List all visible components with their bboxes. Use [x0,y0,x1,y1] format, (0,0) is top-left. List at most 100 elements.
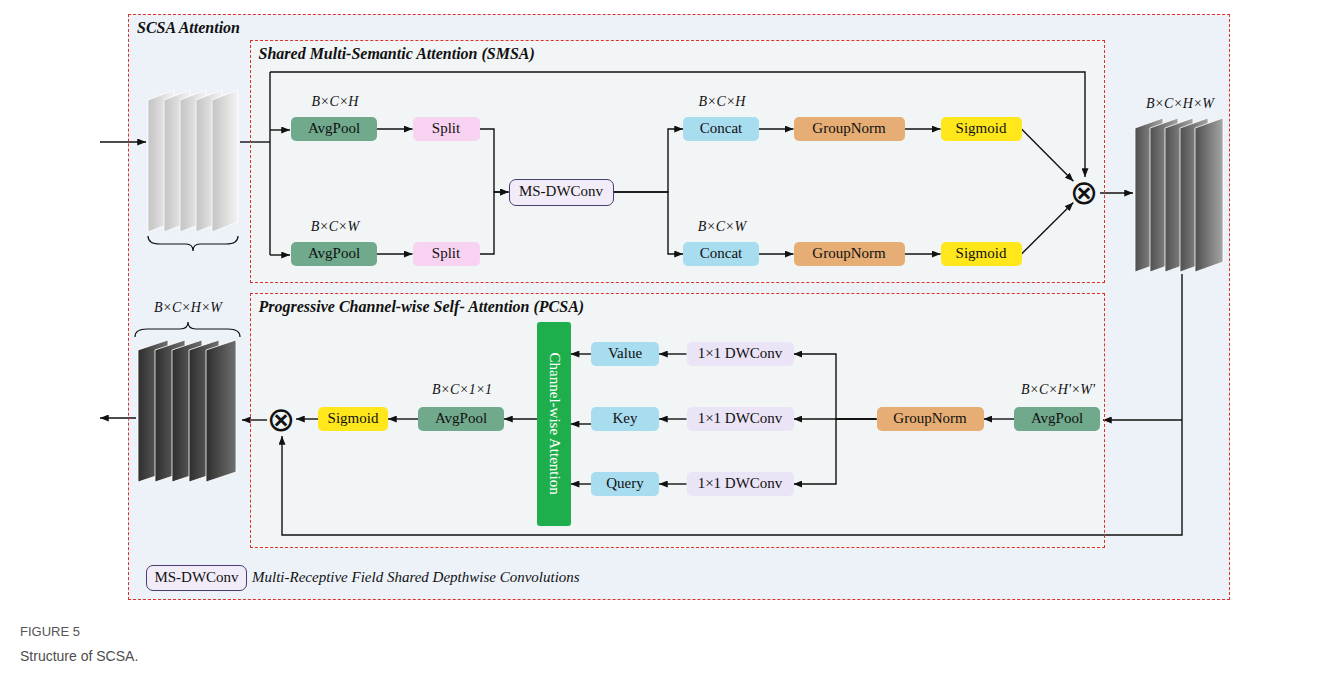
region-fill [128,14,1230,600]
module-region: Shared Multi-Semantic Attention (SMSA) Av… [250,40,1105,283]
label-holder: B×C×H×W [1146,96,1214,112]
flow-arrow [614,192,684,254]
flow-arrow [377,253,413,254]
node-text: 1×1 DWConv [698,475,783,492]
split-box: Split [413,242,480,266]
activation-box: Sigmoid [941,242,1022,266]
dimension-label: B×C×H [699,94,746,109]
node-text: ⊗ [1070,175,1099,209]
node-text: Sigmoid [956,245,1007,262]
multiply-node: ⊗ [264,402,298,436]
flow-arrow [571,353,591,354]
label-holder: B×C×H×W [154,300,222,316]
split-box: Split [413,117,480,141]
node-text: Query [606,475,644,492]
node-text: AvgPool [1031,410,1083,427]
brace [148,236,238,251]
flow-arrow [794,419,877,484]
flow-arrow [1022,203,1074,254]
flow-arrow [659,418,687,419]
flow-arrow [905,253,941,254]
label-holder: FIGURE 5 [20,624,80,639]
skip-wire [270,72,1085,177]
wire [240,141,270,142]
node-text: MS-DWConv [154,569,238,586]
region-fill [250,40,1105,283]
flow-arrow [571,483,591,484]
output-arrow [100,417,136,418]
pool-box: AvgPool [1014,407,1100,431]
activation-box: Sigmoid [318,407,388,431]
conv-box: 1×1 DWConv [687,342,794,366]
tensor-box: Value [591,342,659,366]
flow-arrow [794,354,877,419]
label-holder: B×C×W [698,219,746,235]
label-holder: B×C×W [311,219,359,235]
label-holder: B×C×H'×W' [1021,382,1095,398]
node-text: Sigmoid [328,410,379,427]
flow-arrow [659,353,687,354]
flow-arrow [984,418,1015,419]
figure-caption: Structure of SCSA. [20,648,138,664]
dimension-label: B×C×H'×W' [1021,382,1095,397]
node-text: Concat [700,120,743,137]
flow-arrow [659,483,687,484]
attention-bar: Channel-wise Attention [537,322,570,526]
norm-box: GroupNorm [877,407,984,431]
node-text: MS-DWConv [519,183,603,200]
region-fill [250,293,1105,548]
label-holder: B×C×H [312,94,359,110]
node-text: GroupNorm [812,245,885,262]
pool-box: AvgPool [291,242,377,266]
output-feature-map [138,340,236,482]
activation-box: Sigmoid [941,117,1022,141]
dimension-label: B×C×W [311,219,359,234]
feature-sheet [206,340,236,482]
conv-box: MS-DWConv [509,179,614,206]
node-text: Key [613,410,638,427]
flow-arrow [296,418,318,419]
dimension-label: B×C×H×W [1146,96,1214,111]
pool-box: AvgPool [418,407,504,431]
wire [270,129,290,130]
flow-arrow [504,418,537,419]
pool-box: AvgPool [291,117,377,141]
node-text: 1×1 DWConv [698,345,783,362]
norm-box: GroupNorm [794,242,905,266]
tensor-box: Query [591,472,659,496]
wire [269,72,270,255]
dimension-label: B×C×H [312,94,359,109]
node-text: AvgPool [308,120,360,137]
flow-arrow [759,253,794,254]
module-region: Progressive Channel-wise Self- Attention… [250,293,1105,548]
node-text: Concat [700,245,743,262]
flow-arrow [377,128,413,129]
module-region: SCSA AttentionShared Multi-Semantic Atte… [128,14,1230,600]
multiply-node: ⊗ [1067,175,1101,209]
flow-arrow [759,128,794,129]
node-text: GroupNorm [812,120,885,137]
middle-feature-map [1135,118,1223,272]
caption-holder: Structure of SCSA. [20,648,138,664]
tensor-box: Concat [683,242,759,266]
wire [1103,419,1182,420]
wire [270,254,290,255]
label-holder: B×C×H [699,94,746,110]
dimension-label: B×C×H×W [154,300,222,315]
norm-box: GroupNorm [794,117,905,141]
flow-arrow [614,129,684,192]
label-holder: B×C×1×1 [432,382,492,398]
node-text: Split [432,120,460,137]
flow-arrow [1022,129,1074,181]
flow-arrow [480,129,509,192]
region-heading: SCSA Attention [137,19,1221,37]
region-heading: Shared Multi-Semantic Attention (SMSA) [259,45,1096,63]
wire [242,419,267,420]
figure-number: FIGURE 5 [20,624,80,639]
conv-box: 1×1 DWConv [687,472,794,496]
dimension-label: B×C×1×1 [432,382,492,397]
conv-box: MS-DWConv [146,565,246,591]
node-text: ⊗ [267,402,296,436]
